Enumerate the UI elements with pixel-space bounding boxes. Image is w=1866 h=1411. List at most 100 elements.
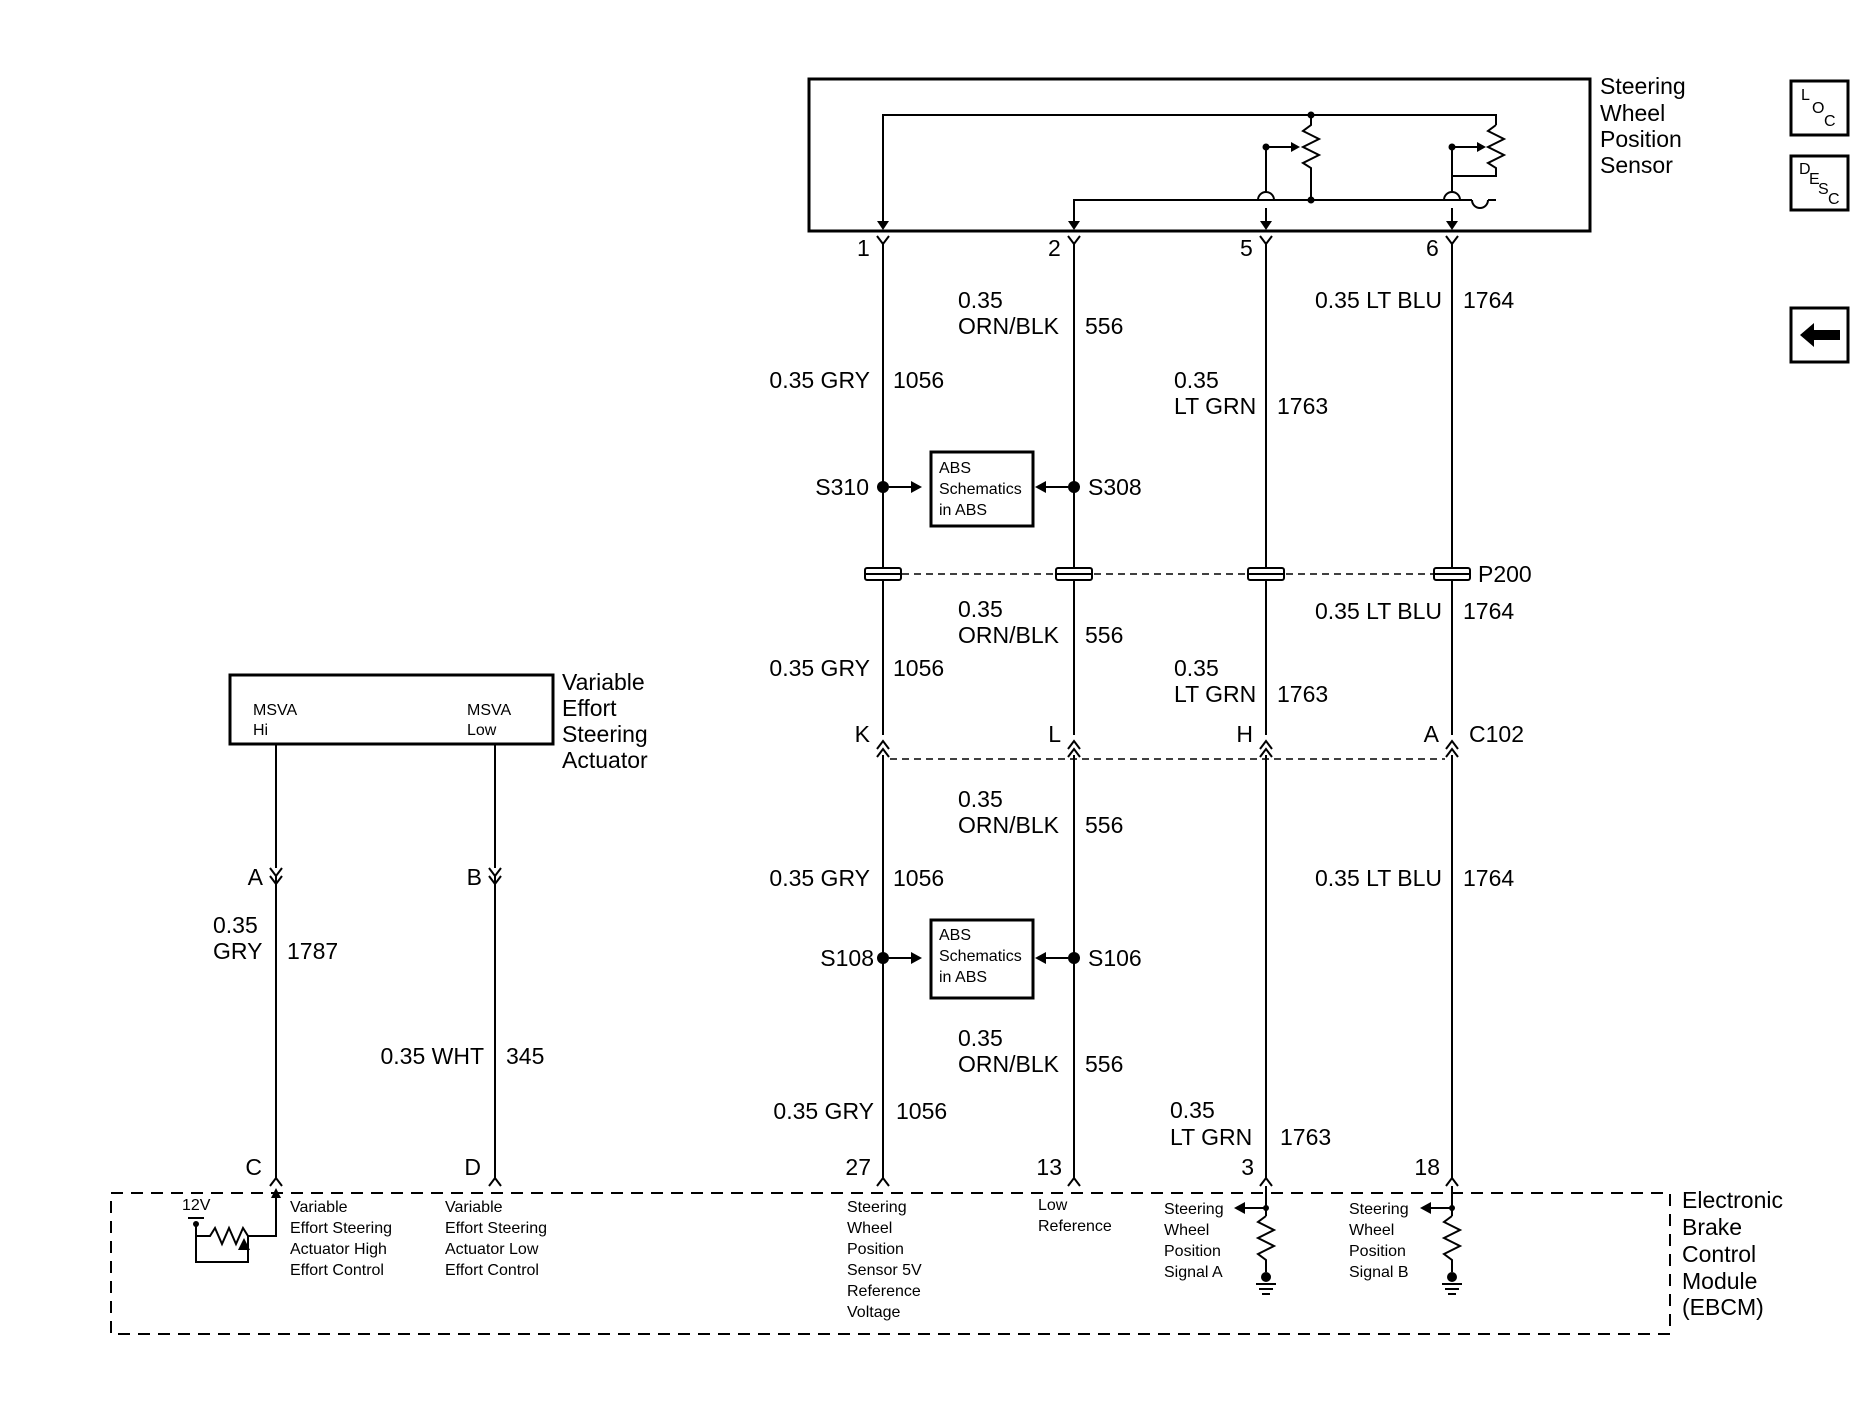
- svg-text:0.35: 0.35: [958, 596, 1003, 622]
- svg-text:Brake: Brake: [1682, 1214, 1742, 1240]
- svg-text:345: 345: [506, 1043, 544, 1069]
- back-button[interactable]: [1789, 306, 1850, 364]
- svg-text:L: L: [1801, 87, 1810, 104]
- svg-text:0.35 LT BLU: 0.35 LT BLU: [1315, 287, 1442, 313]
- svg-text:Signal B: Signal B: [1349, 1264, 1409, 1281]
- svg-text:0.35 GRY: 0.35 GRY: [769, 367, 870, 393]
- wire-label-orn-1: 0.35 ORN/BLK 556: [958, 287, 1123, 339]
- svg-text:C102: C102: [1469, 721, 1524, 747]
- ebcm-fn-hi-effort: Variable Effort Steering Actuator High E…: [290, 1199, 392, 1279]
- wire-label-ltgrn-1: 0.35 LT GRN 1763: [1174, 367, 1328, 419]
- svg-text:ORN/BLK: ORN/BLK: [958, 1051, 1060, 1077]
- svg-text:S106: S106: [1088, 945, 1142, 971]
- svg-text:Position: Position: [1164, 1243, 1221, 1260]
- svg-text:1056: 1056: [896, 1098, 947, 1124]
- svg-text:Module: Module: [1682, 1268, 1757, 1294]
- svg-text:556: 556: [1085, 812, 1123, 838]
- svg-text:Electronic: Electronic: [1682, 1187, 1783, 1213]
- svg-text:1787: 1787: [287, 938, 338, 964]
- svg-text:Actuator Low: Actuator Low: [445, 1241, 539, 1258]
- sensor-connector-chevrons: [876, 235, 1459, 246]
- svg-text:S310: S310: [815, 474, 869, 500]
- svg-text:Steering: Steering: [1349, 1201, 1409, 1218]
- wire-345: B: [467, 744, 502, 1178]
- actuator-box: [228, 673, 555, 746]
- svg-text:S108: S108: [820, 945, 874, 971]
- svg-text:0.35: 0.35: [1170, 1097, 1215, 1123]
- svg-text:Variable: Variable: [445, 1199, 503, 1216]
- svg-text:556: 556: [1085, 313, 1123, 339]
- svg-text:Control: Control: [1682, 1241, 1756, 1267]
- svg-text:Actuator High: Actuator High: [290, 1241, 387, 1258]
- wire-label-ltblu-3: 0.35 LT BLU 1764: [1315, 865, 1514, 891]
- svg-text:1056: 1056: [893, 367, 944, 393]
- svg-text:1763: 1763: [1277, 393, 1328, 419]
- svg-text:MSVA: MSVA: [253, 702, 297, 719]
- svg-text:0.35 GRY: 0.35 GRY: [769, 865, 870, 891]
- svg-text:13: 13: [1036, 1154, 1062, 1180]
- wire-1787: A: [248, 744, 283, 1178]
- svg-text:MSVA: MSVA: [467, 702, 511, 719]
- svg-text:Wheel: Wheel: [1600, 100, 1665, 126]
- svg-text:D: D: [464, 1154, 481, 1180]
- svg-text:Effort Steering: Effort Steering: [445, 1220, 547, 1237]
- svg-text:Effort Control: Effort Control: [290, 1262, 384, 1279]
- abs-schematics-box-1[interactable]: ABS Schematics in ABS: [929, 450, 1035, 528]
- svg-text:18: 18: [1414, 1154, 1440, 1180]
- svg-text:L: L: [1048, 721, 1061, 747]
- svg-text:0.35 WHT: 0.35 WHT: [380, 1043, 484, 1069]
- hi-effort-driver-circuit: 12V: [182, 1188, 281, 1263]
- svg-text:1764: 1764: [1463, 865, 1514, 891]
- wire-label-gry-1: 0.35 GRY 1056: [769, 367, 944, 393]
- svg-text:Wheel: Wheel: [1349, 1222, 1394, 1239]
- signal-a-circuit: [1234, 1186, 1277, 1295]
- svg-text:K: K: [855, 721, 871, 747]
- svg-text:Effort: Effort: [562, 695, 617, 721]
- wire-label-ltgrn-3: 0.35 LT GRN 1763: [1170, 1097, 1331, 1150]
- loc-button[interactable]: L O C: [1789, 79, 1850, 137]
- svg-text:0.35 GRY: 0.35 GRY: [769, 655, 870, 681]
- svg-text:LT GRN: LT GRN: [1174, 681, 1256, 707]
- svg-text:Position: Position: [847, 1241, 904, 1258]
- svg-text:Steering: Steering: [1164, 1201, 1224, 1218]
- svg-text:0.35: 0.35: [213, 912, 258, 938]
- svg-text:Steering: Steering: [847, 1199, 907, 1216]
- svg-text:ABS: ABS: [939, 927, 971, 944]
- wire-label-ltgrn-2: 0.35 LT GRN 1763: [1174, 655, 1328, 707]
- abs-schematics-box-2[interactable]: ABS Schematics in ABS: [929, 918, 1035, 1000]
- wire-label-gry-3: 0.35 GRY 1056: [769, 865, 944, 891]
- svg-text:0.35 LT BLU: 0.35 LT BLU: [1315, 598, 1442, 624]
- svg-text:0.35 LT BLU: 0.35 LT BLU: [1315, 865, 1442, 891]
- svg-text:1056: 1056: [893, 865, 944, 891]
- svg-text:O: O: [1812, 100, 1824, 117]
- svg-text:Variable: Variable: [290, 1199, 348, 1216]
- svg-text:Reference: Reference: [1038, 1218, 1112, 1235]
- svg-text:Low: Low: [467, 722, 497, 739]
- ebcm-fn-signal-a: Steering Wheel Position Signal A: [1164, 1201, 1224, 1281]
- svg-text:P200: P200: [1478, 561, 1532, 587]
- ebcm-box: [110, 1192, 1671, 1335]
- svg-text:ORN/BLK: ORN/BLK: [958, 622, 1060, 648]
- ebcm-pins: C D 27 13 3 18: [245, 1154, 1459, 1187]
- desc-button[interactable]: D E S C: [1789, 154, 1850, 212]
- svg-text:A: A: [248, 864, 264, 890]
- wire-label-gry-4: 0.35 GRY 1056: [773, 1098, 947, 1124]
- svg-text:Effort Control: Effort Control: [445, 1262, 539, 1279]
- sensor-internal-circuit: [877, 111, 1507, 230]
- svg-text:Wheel: Wheel: [847, 1220, 892, 1237]
- svg-text:Hi: Hi: [253, 722, 268, 739]
- svg-text:E: E: [1809, 171, 1820, 188]
- actuator-pin-low-label: MSVA Low: [467, 702, 511, 739]
- svg-text:ORN/BLK: ORN/BLK: [958, 313, 1060, 339]
- actuator-title: Variable Effort Steering Actuator: [562, 669, 648, 773]
- svg-text:3: 3: [1241, 1154, 1254, 1180]
- svg-text:0.35: 0.35: [958, 786, 1003, 812]
- svg-text:12V: 12V: [182, 1197, 211, 1214]
- sensor-pin-2: 2: [1048, 235, 1061, 261]
- svg-text:LT GRN: LT GRN: [1170, 1124, 1252, 1150]
- svg-text:27: 27: [845, 1154, 871, 1180]
- svg-text:556: 556: [1085, 622, 1123, 648]
- splice-s108: S108: [820, 945, 922, 971]
- svg-text:A: A: [1424, 721, 1440, 747]
